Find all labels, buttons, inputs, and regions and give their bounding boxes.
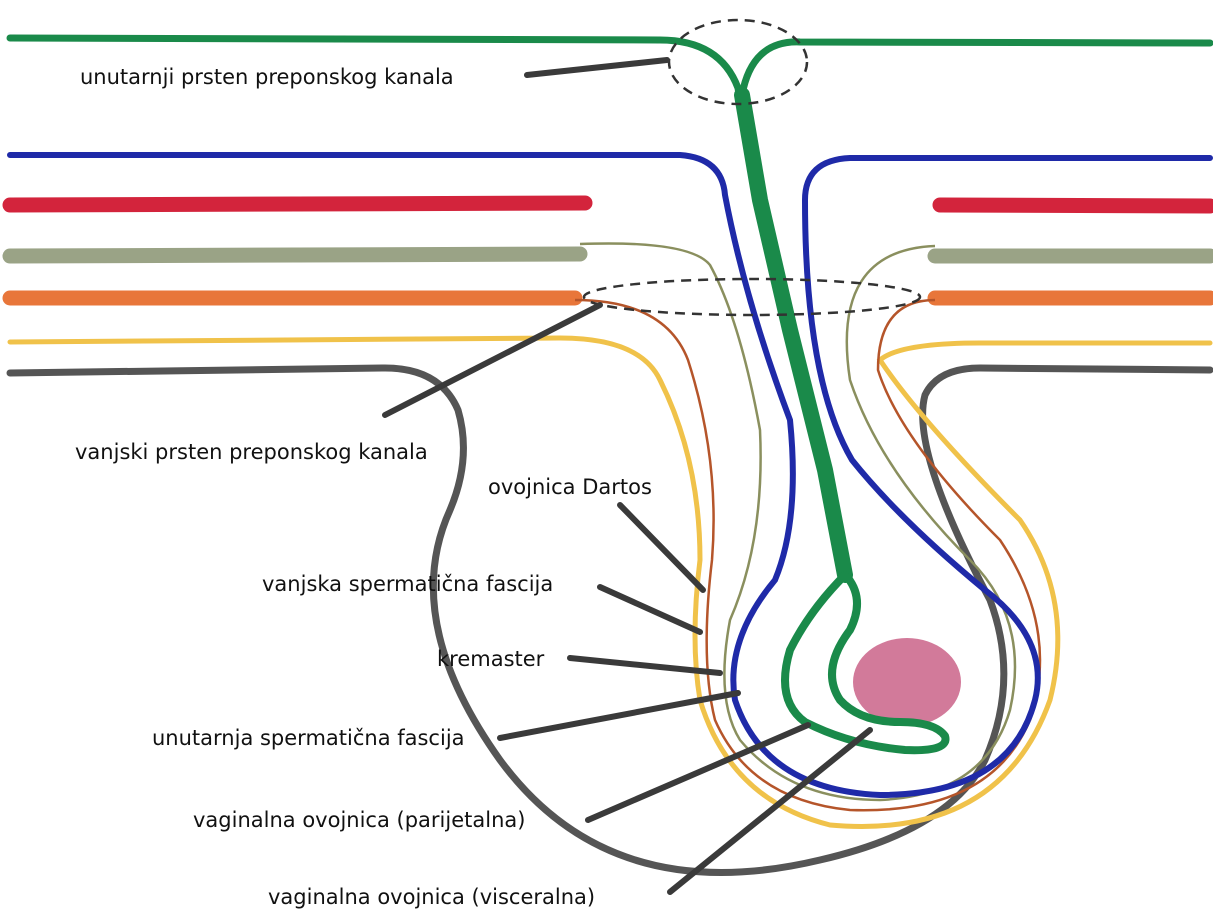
superficial-fascia-layer — [10, 338, 1210, 826]
testis — [853, 638, 961, 726]
label-cremaster: kremaster — [437, 647, 545, 671]
peritoneum-layer-right — [742, 42, 1210, 95]
label-external-spermatic-fascia: vanjska spermatična fascija — [262, 572, 553, 596]
leader-deep-ring — [527, 60, 667, 75]
leader-superficial-ring — [385, 305, 600, 415]
leader-external-fascia — [600, 587, 700, 632]
leader-dartos — [620, 505, 703, 590]
transversus-muscle-right — [940, 205, 1210, 206]
transversus-muscle-left — [10, 203, 585, 205]
label-parietal-tunica-vaginalis: vaginalna ovojnica (parijetalna) — [193, 808, 525, 832]
label-visceral-tunica-vaginalis: vaginalna ovojnica (visceralna) — [268, 885, 595, 909]
internal-oblique-left — [10, 254, 580, 256]
label-dartos: ovojnica Dartos — [488, 475, 652, 499]
label-internal-spermatic-fascia: unutarnja spermatična fascija — [152, 726, 465, 750]
label-deep-inguinal-ring: unutarnji prsten preponskog kanala — [80, 65, 454, 89]
label-superficial-inguinal-ring: vanjski prsten preponskog kanala — [75, 440, 428, 464]
leader-internal-fascia — [500, 693, 738, 738]
